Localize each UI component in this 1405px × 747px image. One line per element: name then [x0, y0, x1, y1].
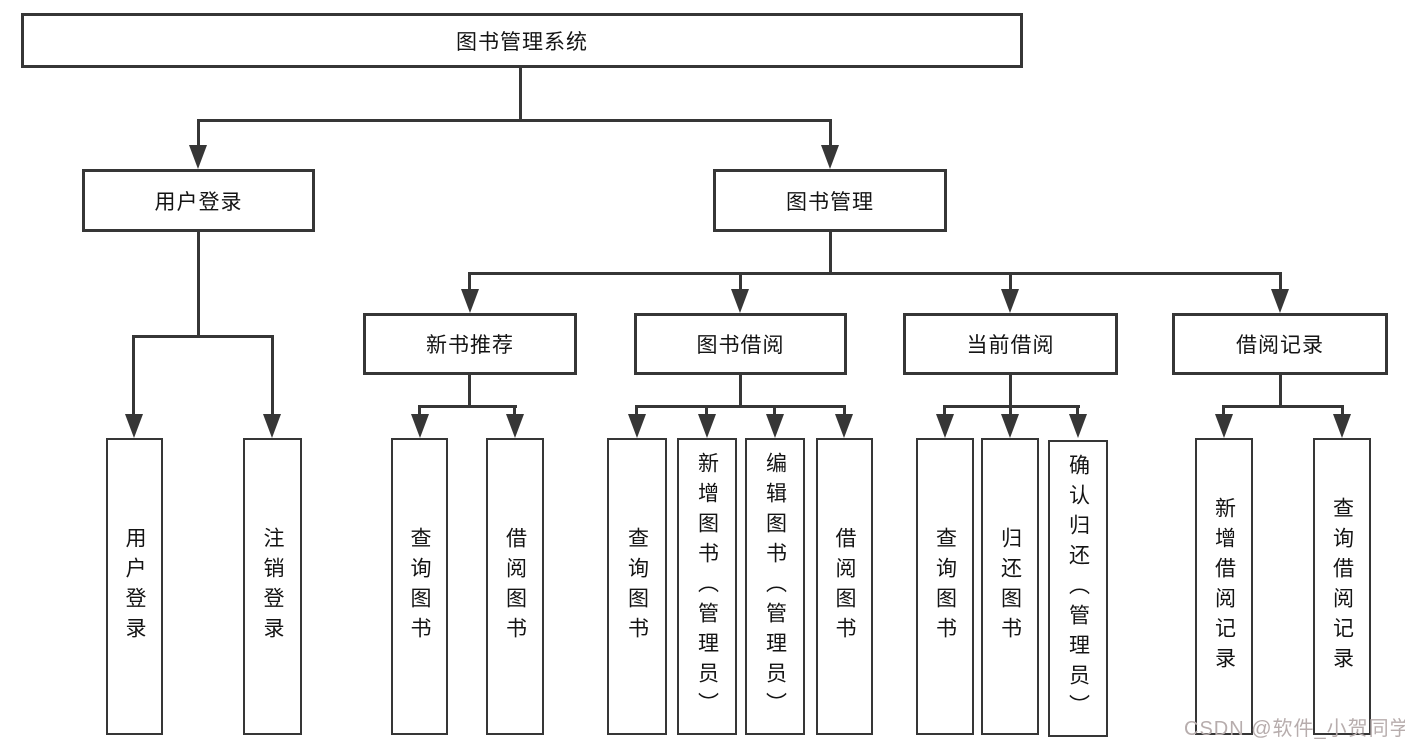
connector-stub-book-management — [829, 119, 832, 151]
leaf-label: 查询图书 — [933, 526, 957, 647]
arrow-bb-edit-book — [766, 414, 784, 438]
arrow-bb-borrow-book — [835, 414, 853, 438]
arrow-cb-query-book — [936, 414, 954, 438]
arrow-book-management — [821, 145, 839, 169]
connector-stub — [773, 405, 776, 420]
node-book-borrowing: 图书借阅 — [634, 313, 847, 375]
connector-borrow-record-vertical — [1279, 375, 1282, 408]
connector-stub — [843, 405, 846, 420]
connector-book-mgmt-vertical — [829, 232, 832, 275]
leaf-label: 注销登录 — [261, 526, 284, 647]
node-library-management-system: 图书管理系统 — [21, 13, 1023, 68]
arrow-bb-add-book — [698, 414, 716, 438]
leaf-cb-return-book: 归还图书 — [981, 438, 1039, 735]
node-book-management: 图书管理 — [713, 169, 947, 232]
connector-level3-horizontal — [468, 272, 1282, 275]
node-label: 当前借阅 — [966, 334, 1055, 357]
arrow-bb-query-book — [628, 414, 646, 438]
connector-root-vertical — [519, 67, 522, 122]
connector-stub — [943, 405, 946, 420]
node-label: 借阅记录 — [1236, 334, 1324, 357]
arrow-logout-leaf — [263, 414, 281, 438]
connector-stub-borrow-record — [1279, 272, 1282, 292]
connector-stub — [418, 405, 421, 420]
leaf-label: 借阅图书 — [503, 526, 527, 647]
connector-stub-current-borrow — [1009, 272, 1012, 292]
leaf-label: 新增图书（管理员） — [695, 451, 719, 722]
leaf-label: 查询借阅记录 — [1330, 496, 1354, 677]
arrow-br-add-record — [1215, 414, 1233, 438]
leaf-label: 确认归还（管理员） — [1066, 453, 1090, 724]
arrow-rec-borrow-book — [506, 414, 524, 438]
leaf-label: 用户登录 — [123, 526, 146, 647]
node-user-login: 用户登录 — [82, 169, 315, 232]
connector-new-book-vertical — [468, 375, 471, 408]
node-label: 图书管理系统 — [456, 30, 588, 54]
connector-stub — [1222, 405, 1225, 420]
connector-stub-book-borrow — [739, 272, 742, 292]
arrow-cb-return-book — [1001, 414, 1019, 438]
leaf-br-add-record: 新增借阅记录 — [1195, 438, 1253, 735]
arrow-br-query-record — [1333, 414, 1351, 438]
leaf-label: 借阅图书 — [833, 526, 856, 647]
leaf-bb-query-book: 查询图书 — [607, 438, 667, 735]
connector-stub-new-book — [468, 272, 471, 292]
leaf-cb-confirm-return-admin: 确认归还（管理员） — [1048, 440, 1108, 737]
connector-user-login-vertical — [197, 232, 200, 338]
leaf-label: 查询图书 — [408, 526, 431, 647]
leaf-logout: 注销登录 — [243, 438, 302, 735]
arrow-login-leaf — [125, 414, 143, 438]
connector-stub-login-leaf — [132, 335, 135, 417]
leaf-br-query-record: 查询借阅记录 — [1313, 438, 1371, 735]
leaf-rec-borrow-book: 借阅图书 — [486, 438, 544, 735]
node-current-borrowing: 当前借阅 — [903, 313, 1118, 375]
connector-stub — [513, 405, 516, 420]
leaf-bb-borrow-book: 借阅图书 — [816, 438, 873, 735]
arrow-user-login — [189, 145, 207, 169]
node-label: 图书管理 — [786, 190, 874, 214]
connector-book-borrow-vertical — [739, 375, 742, 408]
leaf-bb-add-book-admin: 新增图书（管理员） — [677, 438, 737, 735]
leaf-label: 归还图书 — [998, 526, 1022, 647]
connector-new-book-horizontal — [418, 405, 517, 408]
leaf-cb-query-book: 查询图书 — [916, 438, 974, 735]
connector-stub — [1341, 405, 1344, 420]
arrow-cb-confirm-return — [1069, 414, 1087, 438]
node-label: 用户登录 — [154, 190, 243, 214]
leaf-user-login: 用户登录 — [106, 438, 163, 735]
node-new-book-recommendation: 新书推荐 — [363, 313, 577, 375]
node-label: 图书借阅 — [696, 334, 785, 357]
connector-user-login-horizontal — [132, 335, 274, 338]
arrow-new-book — [461, 289, 479, 313]
node-label: 新书推荐 — [426, 334, 514, 357]
leaf-label: 查询图书 — [625, 526, 649, 647]
connector-stub — [635, 405, 638, 420]
leaf-label: 编辑图书（管理员） — [763, 451, 787, 722]
leaf-label: 新增借阅记录 — [1212, 496, 1236, 677]
csdn-watermark: CSDN @软件_小贺同学 — [1184, 718, 1405, 740]
connector-stub-logout-leaf — [271, 335, 274, 417]
arrow-rec-query-book — [411, 414, 429, 438]
leaf-bb-edit-book-admin: 编辑图书（管理员） — [745, 438, 805, 735]
arrow-borrow-record — [1271, 289, 1289, 313]
connector-borrow-record-horizontal — [1222, 405, 1344, 408]
connector-book-borrow-horizontal — [635, 405, 846, 408]
leaf-rec-query-book: 查询图书 — [391, 438, 448, 735]
connector-current-borrow-vertical — [1009, 375, 1012, 408]
arrow-book-borrow — [731, 289, 749, 313]
connector-stub-user-login — [197, 119, 200, 151]
connector-stub — [1009, 405, 1012, 420]
connector-stub — [1076, 405, 1079, 420]
connector-level2-horizontal — [197, 119, 832, 122]
arrow-current-borrow — [1001, 289, 1019, 313]
node-borrowing-records: 借阅记录 — [1172, 313, 1388, 375]
connector-stub — [705, 405, 708, 420]
